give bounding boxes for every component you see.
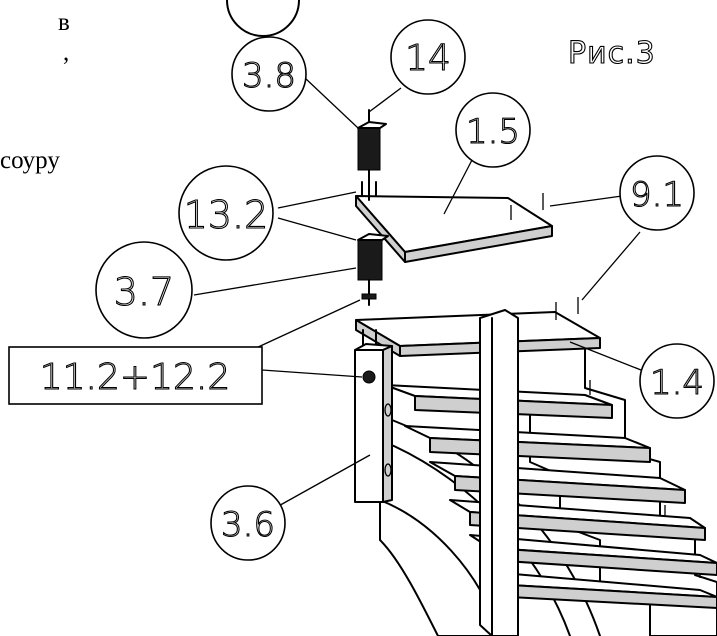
screws-tread-1-5: [510, 193, 544, 220]
post-bolt-hole: [362, 370, 376, 384]
text-fragment-3: соуру: [0, 147, 60, 174]
partial-callout-circle: [226, 0, 300, 37]
callout-1-5-label: 1.5: [466, 112, 520, 152]
tread-1-5-front: [404, 225, 553, 263]
callout-9-1: [619, 155, 695, 231]
callout-3-8: [231, 36, 307, 112]
bushing-3-8: [357, 127, 381, 171]
bushing-3-7: [357, 239, 383, 281]
callout-3-6: [210, 485, 286, 561]
callout-3-6-label: 3.6: [221, 505, 275, 545]
text-fragment-1: в: [58, 9, 70, 36]
callout-14: [390, 19, 466, 95]
step-4-edge: [469, 511, 706, 541]
callout-3-7-label: 3.7: [114, 270, 174, 314]
screws-tread-1-4: [555, 297, 579, 320]
bushing-3-8-top: [357, 121, 387, 129]
text-fragment-2: ,: [63, 39, 70, 66]
assembly-label-box: [8, 346, 263, 405]
callout-13-2-label: 13.2: [184, 193, 269, 237]
washer: [361, 293, 377, 300]
callout-1-4: [639, 343, 715, 419]
callout-3-7: [95, 241, 193, 339]
post-3-6-side: [382, 345, 393, 503]
callout-1-4-label: 1.4: [650, 363, 704, 403]
callout-13-2: [178, 165, 274, 261]
callout-1-5: [455, 92, 531, 168]
callout-3-8-label: 3.8: [242, 56, 296, 96]
assembly-label: 11.2+12.2: [40, 357, 230, 398]
vertical-post: [479, 309, 519, 636]
leader-lines: [193, 77, 642, 509]
callout-14-label: 14: [405, 38, 451, 79]
callout-9-1-label: 9.1: [630, 175, 684, 215]
figure-label: Рис.3: [568, 36, 656, 71]
bushing-3-7-top: [357, 233, 389, 241]
callouts: 14 3.8 1.5 13.2 9.1 3.7 1.4 3.6: [95, 19, 715, 561]
